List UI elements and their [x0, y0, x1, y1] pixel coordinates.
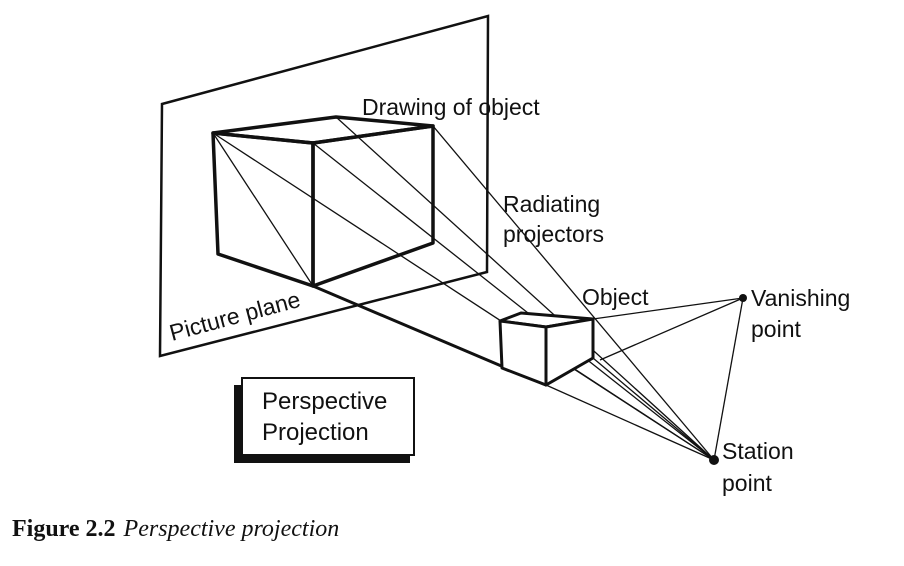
vanishing-line [592, 357, 715, 461]
label-station-point: point [722, 470, 772, 496]
object-front-face [498, 319, 548, 387]
caption-text: Perspective projection [123, 516, 340, 542]
picture-plane [158, 14, 490, 358]
box-line-2: Projection [262, 419, 369, 446]
object-cube [498, 311, 595, 387]
vanishing-line [592, 297, 744, 320]
vanishing-lines [499, 297, 744, 461]
vanishing-line [545, 384, 715, 461]
label-vanishing: Vanishing [751, 285, 850, 311]
vanishing-line [713, 297, 744, 461]
label-station: Station [722, 438, 794, 464]
figure-caption: Figure 2.2 Perspective projection [12, 516, 339, 543]
label-radiating: Radiating [503, 191, 600, 217]
object-side-face [544, 317, 595, 387]
drawing-top-face [211, 115, 435, 145]
perspective-projection-box: Perspective Projection [234, 377, 415, 463]
projector-line [432, 125, 715, 461]
drawing-of-object [211, 115, 435, 288]
label-vanishing-point: point [751, 316, 801, 342]
projector-line [312, 142, 715, 461]
projector-line [335, 116, 715, 461]
label-object: Object [582, 284, 649, 310]
label-projectors: projectors [503, 221, 604, 247]
perspective-projection-diagram: Drawing of object Radiating projectors O… [158, 14, 850, 496]
box-line-1: Perspective [262, 388, 387, 415]
caption-number: Figure 2.2 [12, 516, 116, 542]
station-point-dot [709, 455, 719, 465]
label-drawing-of-object: Drawing of object [362, 94, 540, 120]
box-frame [241, 377, 415, 456]
projector-line [212, 132, 314, 287]
vanishing-line [599, 297, 744, 361]
vanishing-point-dot [739, 294, 747, 302]
